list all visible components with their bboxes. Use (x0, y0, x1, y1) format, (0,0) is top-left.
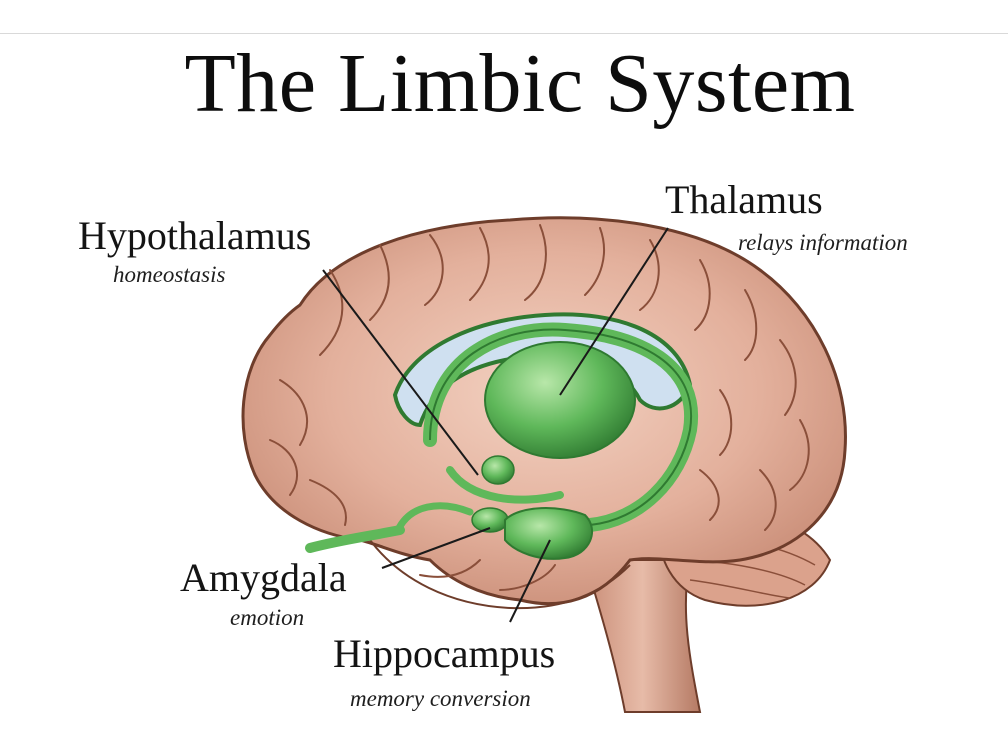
top-divider (0, 33, 1008, 34)
hypothalamus-shape (481, 455, 515, 485)
label-hypothalamus: Hypothalamus (78, 213, 312, 258)
label-thalamus-function: relays information (738, 230, 908, 255)
label-hypothalamus-function: homeostasis (113, 262, 226, 287)
label-hippocampus: Hippocampus (333, 631, 556, 676)
brain-stem (583, 559, 702, 713)
page-title: The Limbic System (184, 37, 856, 130)
olfactory-tract (305, 525, 405, 553)
thalamus-shape (484, 341, 636, 459)
label-amygdala: Amygdala (180, 555, 347, 600)
leader-lines (322, 227, 669, 623)
label-amygdala-function: emotion (230, 605, 305, 630)
label-thalamus: Thalamus (665, 177, 823, 222)
hippocampus-shape (504, 507, 594, 560)
label-hippocampus-function: memory conversion (350, 686, 531, 711)
gyri-folds (269, 224, 810, 591)
